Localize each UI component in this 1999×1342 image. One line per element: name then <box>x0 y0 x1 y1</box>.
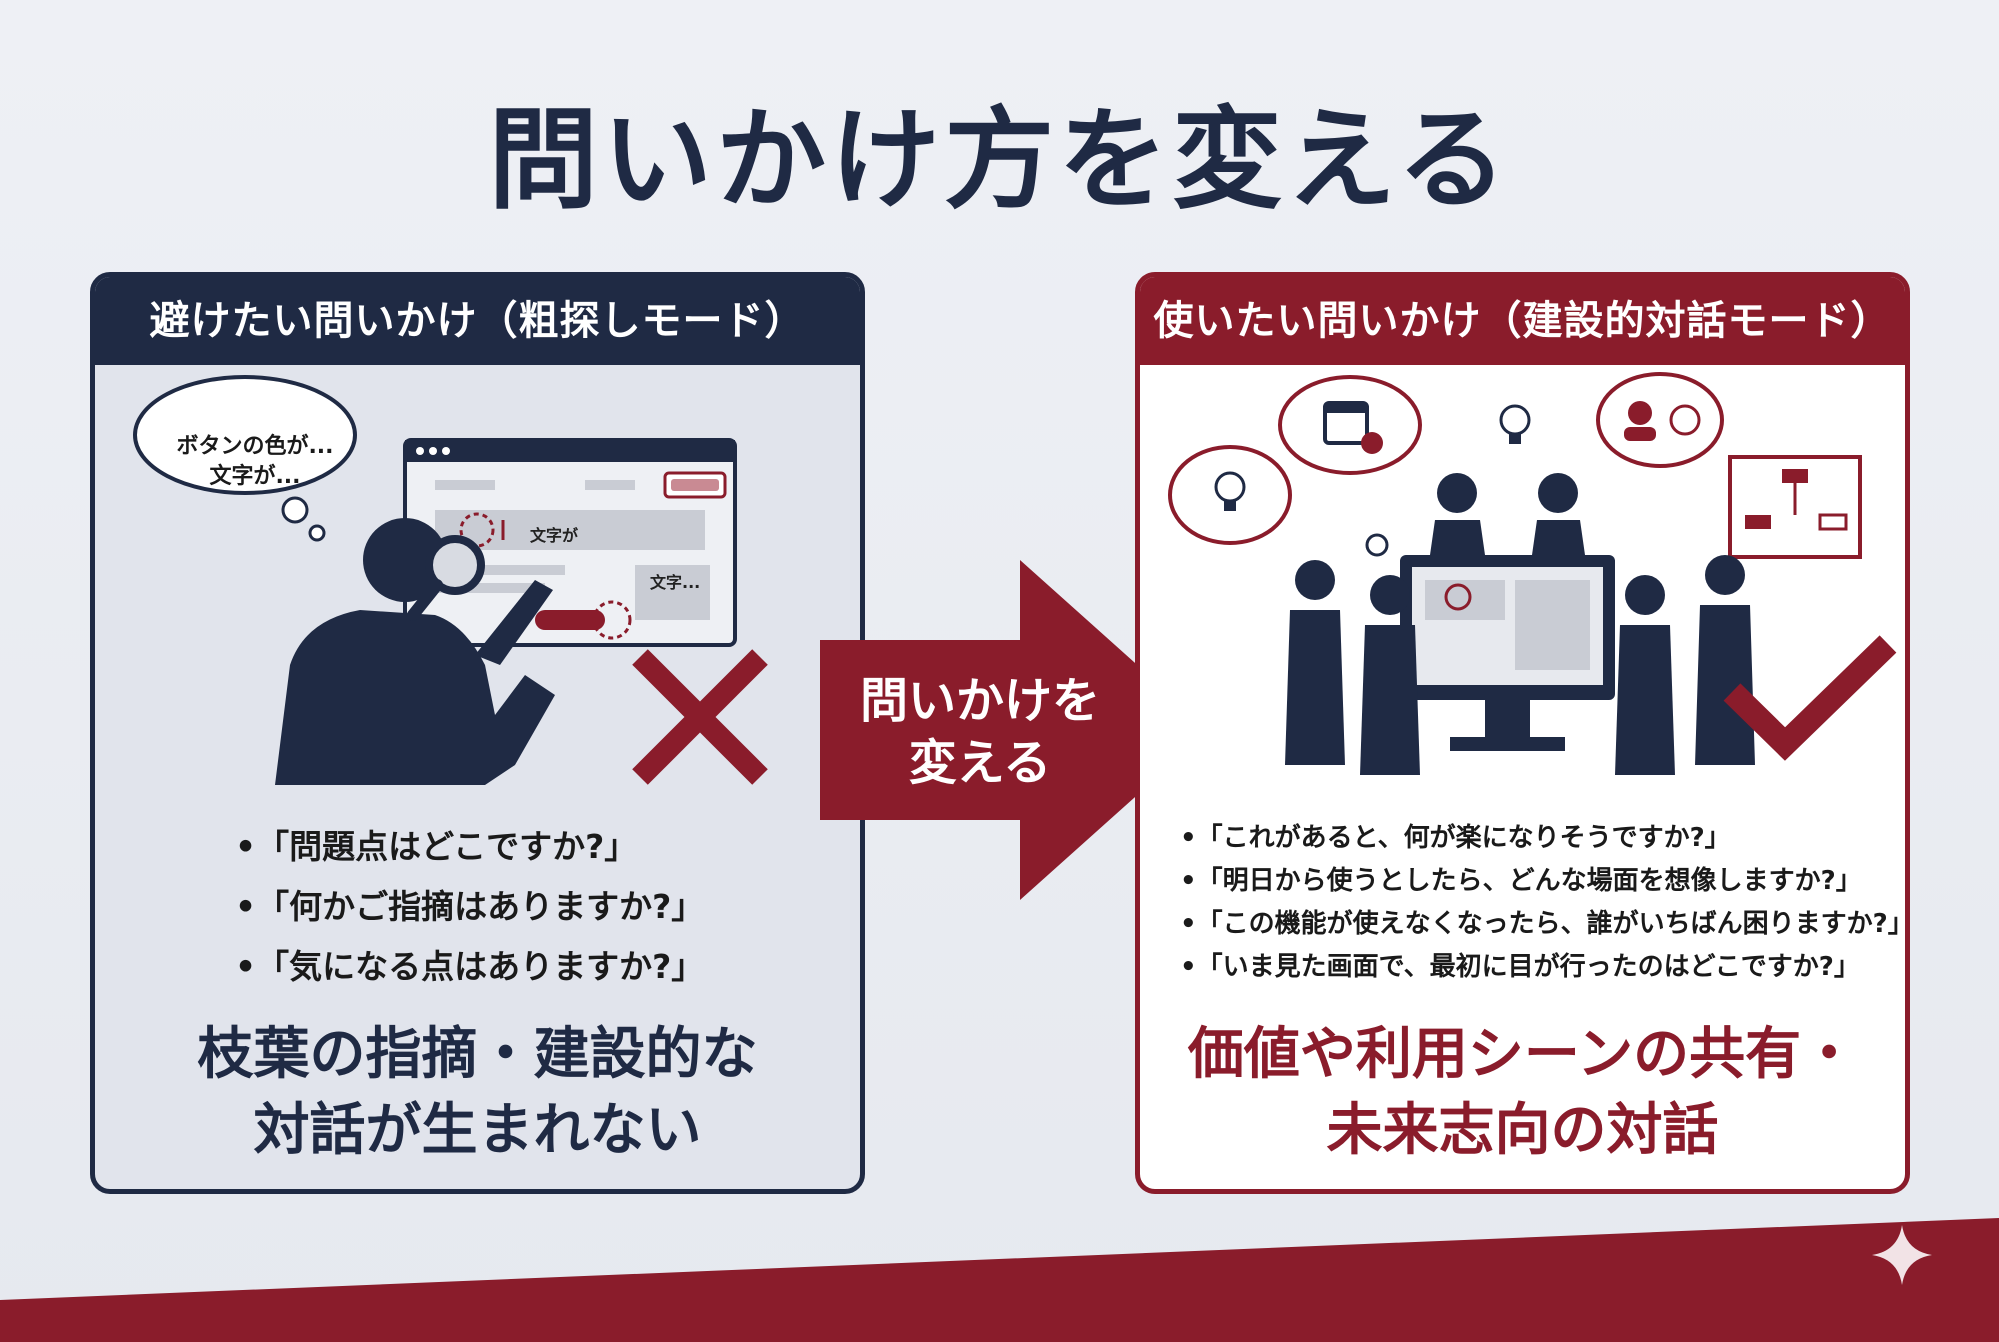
avoid-question: •「問題点はどこですか?」 <box>235 827 638 866</box>
use-question: •「この機能が使えなくなったら、誰がいちばん困りますか?」 <box>1180 909 1910 939</box>
avoid-conclusion-line-1: 枝葉の指摘・建設的な <box>197 1022 758 1087</box>
avoid-question: •「何かご指摘はありますか?」 <box>235 887 705 926</box>
thought-dot-2 <box>308 524 326 542</box>
user-smile-icon <box>1596 372 1724 468</box>
arrow-label-line-2: 変える <box>908 735 1052 791</box>
team-dialogue-illustration <box>1168 372 1862 775</box>
thought-bubble-text: ボタンの色が... 文字が... <box>155 432 355 492</box>
avoid-questions-panel: 避けたい問いかけ（粗探しモード） <box>90 272 865 1194</box>
use-conclusion-line-1: 価値や利用シーンの共有・ <box>1187 1022 1858 1087</box>
avoid-question: •「気になる点はありますか?」 <box>235 947 705 986</box>
calendar-check-icon <box>1278 375 1422 475</box>
use-conclusion-line-2: 未来志向の対話 <box>1326 1098 1719 1163</box>
use-questions-list: •「これがあると、何が楽になりそうですか?」 •「明日から使うとしたら、どんな場… <box>1180 817 1910 989</box>
thought-line-1: ボタンの色が... <box>176 434 334 459</box>
monitor-icon <box>1400 555 1615 751</box>
use-panel-header: 使いたい問いかけ（建設的対話モード） <box>1140 277 1905 365</box>
use-question: •「これがあると、何が楽になりそうですか?」 <box>1180 823 1731 853</box>
lightbulb-bubble-icon <box>1168 445 1292 545</box>
thought-line-2: 文字が... <box>209 464 301 489</box>
use-question: •「いま見た画面で、最初に目が行ったのはどこですか?」 <box>1180 952 1860 982</box>
screen-label-1: 文字が <box>530 526 579 545</box>
fault-finding-illustration <box>133 375 737 785</box>
transition-arrow <box>820 560 1210 900</box>
avoid-panel-header: 避けたい問いかけ（粗探しモード） <box>95 277 860 365</box>
use-conclusion: 価値や利用シーンの共有・ 未来志向の対話 <box>1140 1017 1905 1169</box>
use-questions-panel: 使いたい問いかけ（建設的対話モード） <box>1135 272 1910 1194</box>
flowchart-icon <box>1728 455 1862 559</box>
avoid-conclusion: 枝葉の指摘・建設的な 対話が生まれない <box>95 1017 860 1169</box>
thought-bubble <box>133 375 357 495</box>
thought-dot-1 <box>281 496 309 524</box>
check-mark-icon <box>1723 635 1897 761</box>
screen-label-2: 文字... <box>650 573 701 592</box>
arrow-label-line-1: 問いかけを <box>859 673 1100 729</box>
avoid-conclusion-line-2: 対話が生まれない <box>253 1098 702 1163</box>
sparkle-icon <box>1872 1225 1932 1285</box>
browser-window-icon <box>403 438 737 647</box>
magnifier-icon <box>407 535 485 621</box>
avoid-questions-list: •「問題点はどこですか?」 •「何かご指摘はありますか?」 •「気になる点はあり… <box>235 817 704 997</box>
arrow-label: 問いかけを 変える <box>845 670 1115 794</box>
lightbulb-icon <box>1365 404 1531 557</box>
person-silhouette <box>275 518 555 785</box>
use-question: •「明日から使うとしたら、どんな場面を想像しますか?」 <box>1180 866 1862 896</box>
cross-mark-icon <box>632 649 768 785</box>
team-silhouettes <box>1285 473 1755 775</box>
page-title: 問いかけ方を変える <box>488 96 1511 224</box>
